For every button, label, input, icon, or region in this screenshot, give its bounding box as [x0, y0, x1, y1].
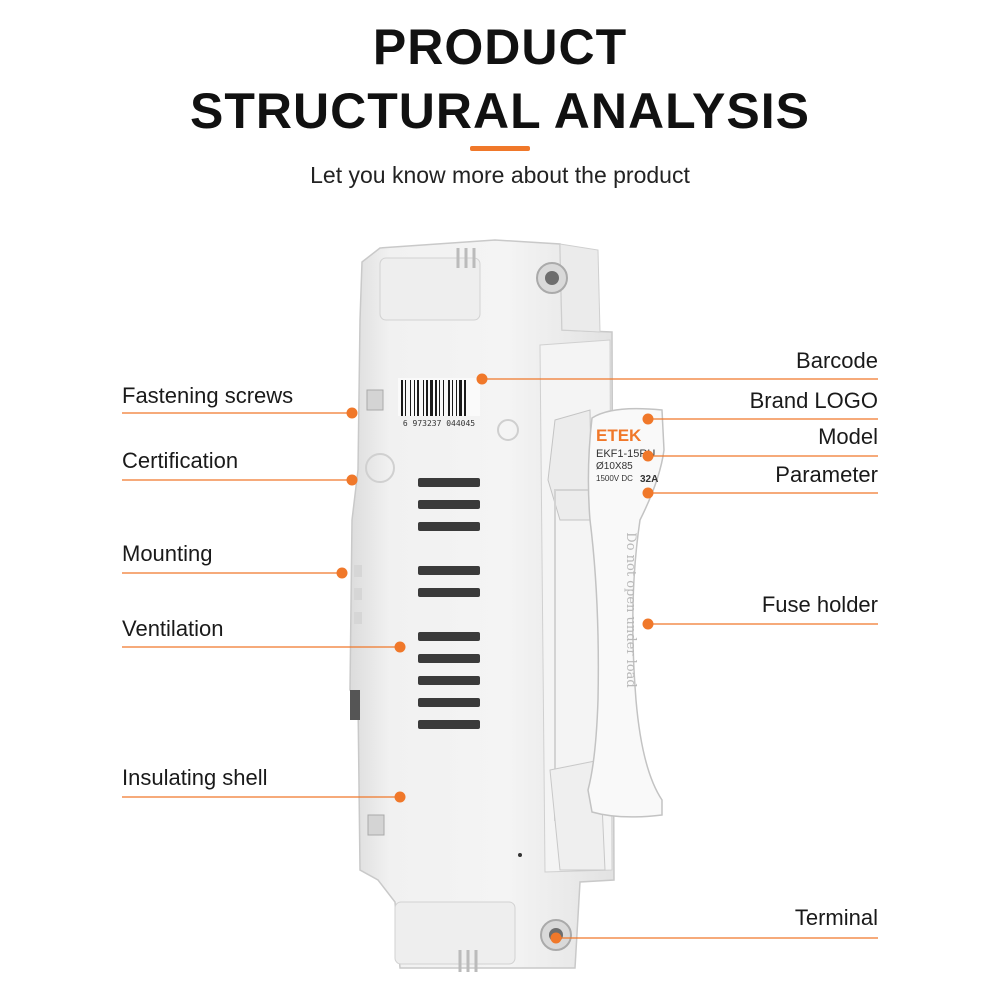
leader-certification-dot — [346, 474, 358, 486]
voltage-text: 1500V DC — [596, 474, 633, 483]
title-line-1: PRODUCT — [372, 19, 628, 75]
label-certification: Certification — [122, 448, 239, 473]
barcode-bar — [459, 380, 462, 416]
barcode-bar — [456, 380, 457, 416]
leader-fastening-screws-dot — [346, 407, 358, 419]
barcode-bar — [414, 380, 415, 416]
product-label: ETEK EKF1-15RU Ø10X85 1500V DC 32A — [596, 426, 658, 485]
leader-parameter-dot — [642, 487, 654, 499]
leader-insulating-shell-dot — [394, 791, 406, 803]
barcode-bar — [405, 380, 406, 416]
callout-leaders — [122, 373, 878, 944]
ventilation-slots — [418, 478, 480, 729]
barcode-bar — [410, 380, 411, 416]
barcode-bar — [435, 380, 437, 416]
label-terminal: Terminal — [794, 905, 878, 930]
label-model: Model — [818, 424, 878, 449]
label-parameter: Parameter — [775, 462, 878, 487]
leader-terminal-dot — [550, 932, 562, 944]
model-text: EKF1-15RU — [596, 448, 655, 460]
label-ventilation: Ventilation — [122, 616, 224, 641]
barcode-bar — [401, 380, 403, 416]
label-brand-logo: Brand LOGO — [749, 388, 878, 413]
label-insulating-shell: Insulating shell — [122, 765, 268, 790]
barcode-bar — [443, 380, 444, 416]
barcode-number: 6 973237 044045 — [403, 419, 475, 428]
warning-text: Do not open under load — [623, 532, 638, 687]
barcode-bar — [448, 380, 450, 416]
fuse-holder: Do not open under load — [539, 339, 665, 873]
leader-fuse-holder-dot — [642, 618, 654, 630]
leader-ventilation-dot — [394, 641, 406, 653]
barcode-bar — [426, 380, 428, 416]
barcode-bar — [452, 380, 453, 416]
leader-barcode-dot — [476, 373, 488, 385]
label-mounting: Mounting — [122, 541, 213, 566]
barcode: 6 973237 044045 — [398, 378, 480, 428]
barcode-bar — [417, 380, 419, 416]
barcode-bar — [423, 380, 424, 416]
leader-model-dot — [642, 450, 654, 462]
leader-mounting-dot — [336, 567, 348, 579]
barcode-bar — [439, 380, 440, 416]
current-text: 32A — [640, 474, 658, 485]
title-accent-bar — [470, 146, 530, 151]
leader-brand-logo-dot — [642, 413, 654, 425]
label-barcode: Barcode — [796, 348, 878, 373]
size-text: Ø10X85 — [596, 461, 633, 472]
brand-logo: ETEK — [596, 426, 642, 445]
title-line-2: STRUCTURAL ANALYSIS — [190, 83, 810, 139]
barcode-bar — [430, 380, 433, 416]
barcode-bar — [464, 380, 466, 416]
label-fuse-holder: Fuse holder — [761, 592, 878, 617]
subtitle: Let you know more about the product — [310, 162, 690, 188]
label-fastening-screws: Fastening screws — [122, 383, 294, 408]
